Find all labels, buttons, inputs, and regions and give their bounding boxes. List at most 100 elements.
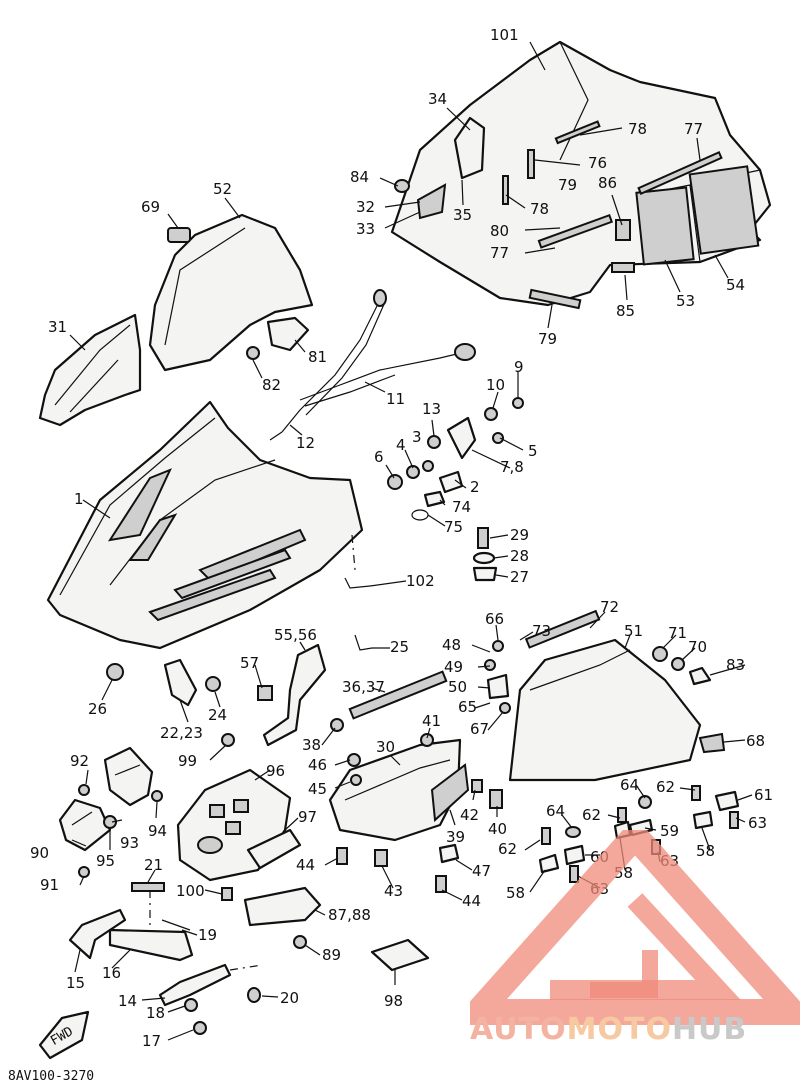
label-73: 73 xyxy=(532,622,551,640)
label-51: 51 xyxy=(624,622,643,640)
label-5: 5 xyxy=(528,442,538,460)
label-29: 29 xyxy=(510,526,529,544)
label-63: 63 xyxy=(748,814,767,832)
label-89: 89 xyxy=(322,946,341,964)
label-9: 9 xyxy=(514,358,524,376)
label-13: 13 xyxy=(422,400,441,418)
label-21: 21 xyxy=(144,856,163,874)
watermark-auto: AUTO xyxy=(470,1012,567,1047)
label-41: 41 xyxy=(422,712,441,730)
label-11: 11 xyxy=(386,390,405,408)
label-100: 100 xyxy=(176,882,205,900)
label-7-8: 7,8 xyxy=(500,458,524,476)
label-78-b: 78 xyxy=(530,200,549,218)
label-36-37: 36,37 xyxy=(342,678,385,696)
label-54: 54 xyxy=(726,276,745,294)
watermark-wordmark: AUTOMOTOHUB xyxy=(470,1012,747,1047)
label-101: 101 xyxy=(490,26,519,44)
label-79-b: 79 xyxy=(538,330,557,348)
label-77: 77 xyxy=(684,120,703,138)
label-55-56: 55,56 xyxy=(274,626,317,644)
label-12: 12 xyxy=(296,434,315,452)
label-40: 40 xyxy=(488,820,507,838)
label-3: 3 xyxy=(412,428,422,446)
label-98: 98 xyxy=(384,992,403,1010)
label-32: 32 xyxy=(356,198,375,216)
label-14: 14 xyxy=(118,992,137,1010)
label-91: 91 xyxy=(40,876,59,894)
label-65: 65 xyxy=(458,698,477,716)
lower-panel xyxy=(348,609,726,782)
label-47: 47 xyxy=(472,862,491,880)
label-6: 6 xyxy=(374,448,384,466)
label-78: 78 xyxy=(628,120,647,138)
label-68: 68 xyxy=(746,732,765,750)
label-1: 1 xyxy=(74,490,84,508)
label-33: 33 xyxy=(356,220,375,238)
label-42: 42 xyxy=(460,806,479,824)
label-94: 94 xyxy=(148,822,167,840)
label-24: 24 xyxy=(208,706,227,724)
side-cover-panel xyxy=(148,213,314,372)
label-67: 67 xyxy=(470,720,489,738)
label-83: 83 xyxy=(726,656,745,674)
label-64: 64 xyxy=(620,776,639,794)
part-labels: 101 34 78 77 84 76 86 79 32 35 78 33 80 … xyxy=(8,26,773,1084)
label-58: 58 xyxy=(696,842,715,860)
label-31: 31 xyxy=(48,318,67,336)
label-48: 48 xyxy=(442,636,461,654)
label-28: 28 xyxy=(510,547,529,565)
label-15: 15 xyxy=(66,974,85,992)
label-102: 102 xyxy=(406,572,435,590)
label-99: 99 xyxy=(178,752,197,770)
label-20: 20 xyxy=(280,989,299,1007)
label-66: 66 xyxy=(485,610,504,628)
main-cowl xyxy=(46,400,364,650)
label-2: 2 xyxy=(470,478,480,496)
label-39: 39 xyxy=(446,828,465,846)
label-92: 92 xyxy=(70,752,89,770)
label-79: 79 xyxy=(558,176,577,194)
watermark-hub: HUB xyxy=(671,1012,748,1047)
label-80: 80 xyxy=(490,222,509,240)
label-35: 35 xyxy=(453,206,472,224)
label-82: 82 xyxy=(262,376,281,394)
lower-left-parts xyxy=(38,746,430,1060)
clip-hardware-lower xyxy=(336,779,740,893)
label-52: 52 xyxy=(213,180,232,198)
label-64-b: 64 xyxy=(546,802,565,820)
windshield-assembly xyxy=(390,40,772,310)
label-17: 17 xyxy=(142,1032,161,1050)
small-hardware-upper xyxy=(344,397,524,589)
label-74: 74 xyxy=(452,498,471,516)
label-34: 34 xyxy=(428,90,447,108)
label-95: 95 xyxy=(96,852,115,870)
label-10: 10 xyxy=(486,376,505,394)
label-4: 4 xyxy=(396,436,406,454)
label-45: 45 xyxy=(308,780,327,798)
label-75: 75 xyxy=(444,518,463,536)
label-81: 81 xyxy=(308,348,327,366)
label-62-b: 62 xyxy=(582,806,601,824)
label-84: 84 xyxy=(350,168,369,186)
label-90: 90 xyxy=(30,844,49,862)
diagram-code: 8AV100-3270 xyxy=(8,1069,94,1084)
label-59: 59 xyxy=(660,822,679,840)
label-43: 43 xyxy=(384,882,403,900)
label-97: 97 xyxy=(298,808,317,826)
label-93: 93 xyxy=(120,834,139,852)
label-50: 50 xyxy=(448,678,467,696)
label-87-88: 87,88 xyxy=(328,906,371,924)
label-38: 38 xyxy=(302,736,321,754)
label-18: 18 xyxy=(146,1004,165,1022)
wiring-harness xyxy=(269,289,476,441)
label-62-c: 62 xyxy=(498,840,517,858)
label-46: 46 xyxy=(308,756,327,774)
label-25: 25 xyxy=(390,638,409,656)
label-22-23: 22,23 xyxy=(160,724,203,742)
label-53: 53 xyxy=(676,292,695,310)
label-61: 61 xyxy=(754,786,773,804)
label-44: 44 xyxy=(296,856,315,874)
label-19: 19 xyxy=(198,926,217,944)
label-76: 76 xyxy=(588,154,607,172)
